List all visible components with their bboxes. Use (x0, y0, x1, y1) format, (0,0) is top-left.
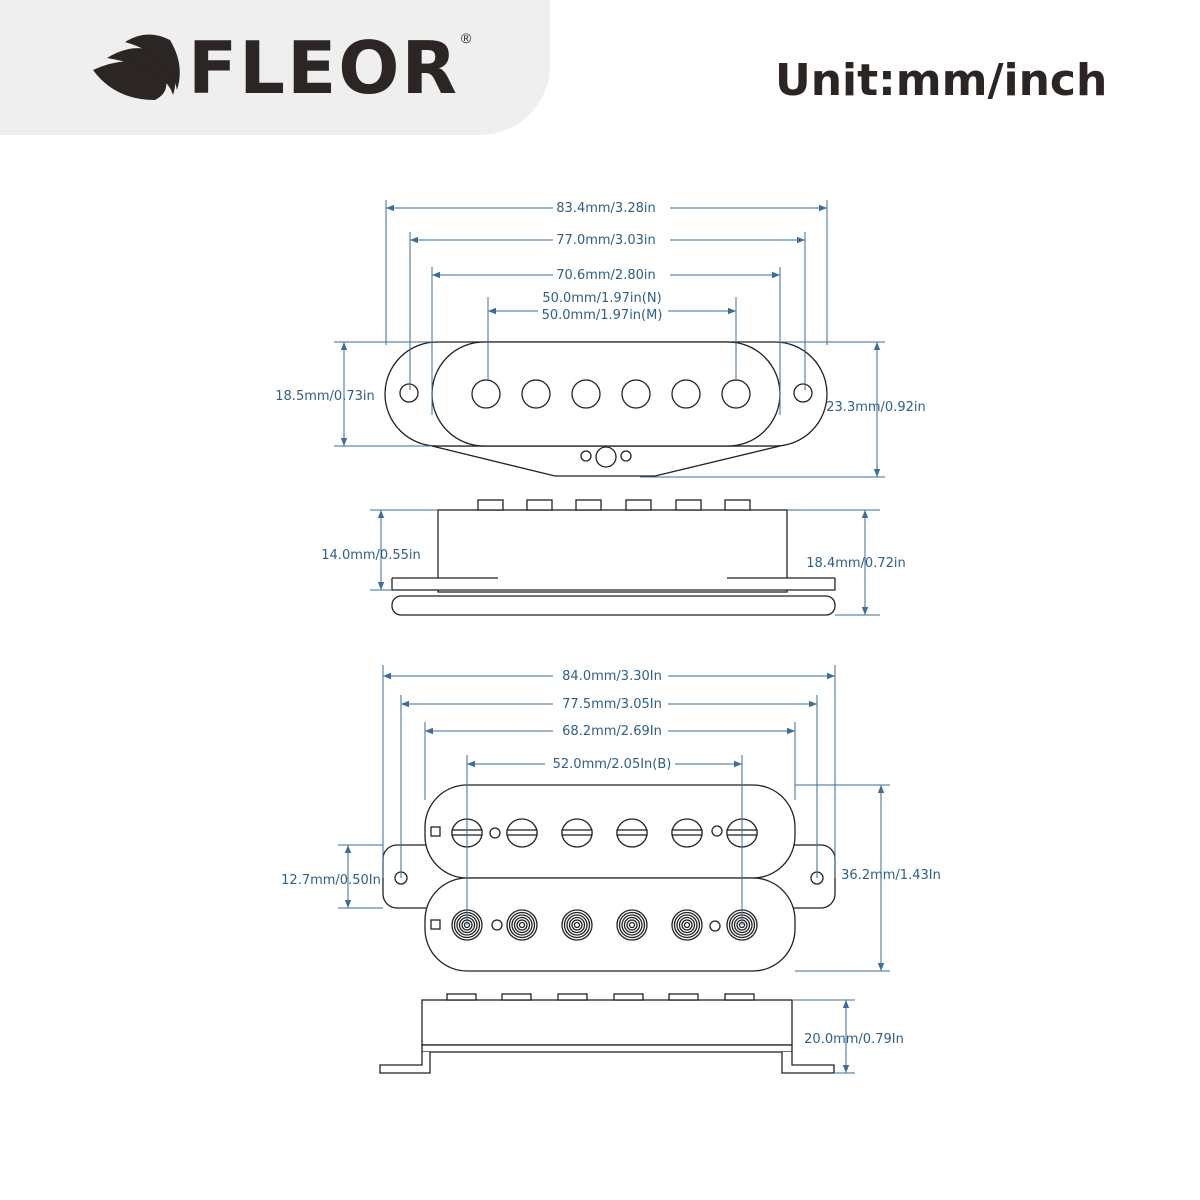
dimensions: 83.4mm/3.28in 77.0mm/3.03in 70.6mm/2.80i… (275, 200, 941, 1074)
dim-52-0: 52.0mm/2.05In(B) (553, 757, 672, 772)
dim-84-0: 84.0mm/3.30In (562, 669, 662, 684)
single-coil-top-view (384, 341, 828, 477)
leaf-icon (93, 34, 180, 100)
pole-piece-side (724, 993, 755, 1001)
pole-piece-side (501, 993, 532, 1001)
pole-piece-side (625, 499, 652, 511)
dim-83-4: 83.4mm/3.28in (556, 201, 655, 216)
brand-banner: FLEOR ® (0, 0, 550, 135)
pole-slot (616, 829, 648, 836)
pole-piece (571, 379, 601, 409)
pole-piece-side (575, 499, 602, 511)
pole-piece (621, 379, 651, 409)
slug-pole-ring (628, 921, 636, 929)
mount-hole (793, 383, 813, 403)
single-coil-side-view (391, 499, 836, 616)
dim-77-5: 77.5mm/3.05In (562, 697, 662, 712)
slug-pole-ring (518, 921, 526, 929)
pole-slot (506, 829, 538, 836)
pole-piece (471, 379, 501, 409)
dim-50-0-n: 50.0mm/1.97in(N) (542, 291, 661, 306)
registered-mark: ® (460, 30, 472, 46)
brand-name: FLEOR (188, 26, 459, 110)
humbucker-top-view (382, 784, 836, 972)
brand-logo: FLEOR ® (188, 24, 471, 112)
mount-hole (399, 383, 419, 403)
pole-piece-side (446, 993, 477, 1001)
pole-piece-side (526, 499, 553, 511)
dim-50-0-m: 50.0mm/1.97in(M) (542, 308, 663, 323)
dim-14-0: 14.0mm/0.55in (321, 548, 420, 563)
dim-36-2: 36.2mm/1.43In (841, 868, 941, 883)
pole-piece-side (613, 993, 644, 1001)
pole-piece-side (668, 993, 699, 1001)
humbucker-side-view (379, 993, 835, 1074)
dim-68-2: 68.2mm/2.69In (562, 724, 662, 739)
dim-20-0: 20.0mm/0.79In (804, 1032, 904, 1047)
pole-slot (561, 829, 593, 836)
pole-piece-side (557, 993, 588, 1001)
dim-77-0: 77.0mm/3.03in (556, 233, 655, 248)
unit-label: Unit:mm/inch (775, 55, 1108, 106)
dim-70-6: 70.6mm/2.80in (556, 268, 655, 283)
pole-piece (521, 379, 551, 409)
dim-23-3: 23.3mm/0.92in (826, 400, 925, 415)
pole-piece-side (724, 499, 751, 511)
dim-18-4: 18.4mm/0.72in (806, 556, 905, 571)
dim-18-5: 18.5mm/0.73in (275, 389, 374, 404)
pole-piece (671, 379, 701, 409)
pole-piece-side (675, 499, 702, 511)
pole-piece-side (477, 499, 504, 511)
slug-pole-ring (683, 921, 691, 929)
slug-pole-ring (573, 921, 581, 929)
dim-12-7: 12.7mm/0.50In (281, 873, 381, 888)
pole-slot (671, 829, 703, 836)
pole-piece (721, 379, 751, 409)
